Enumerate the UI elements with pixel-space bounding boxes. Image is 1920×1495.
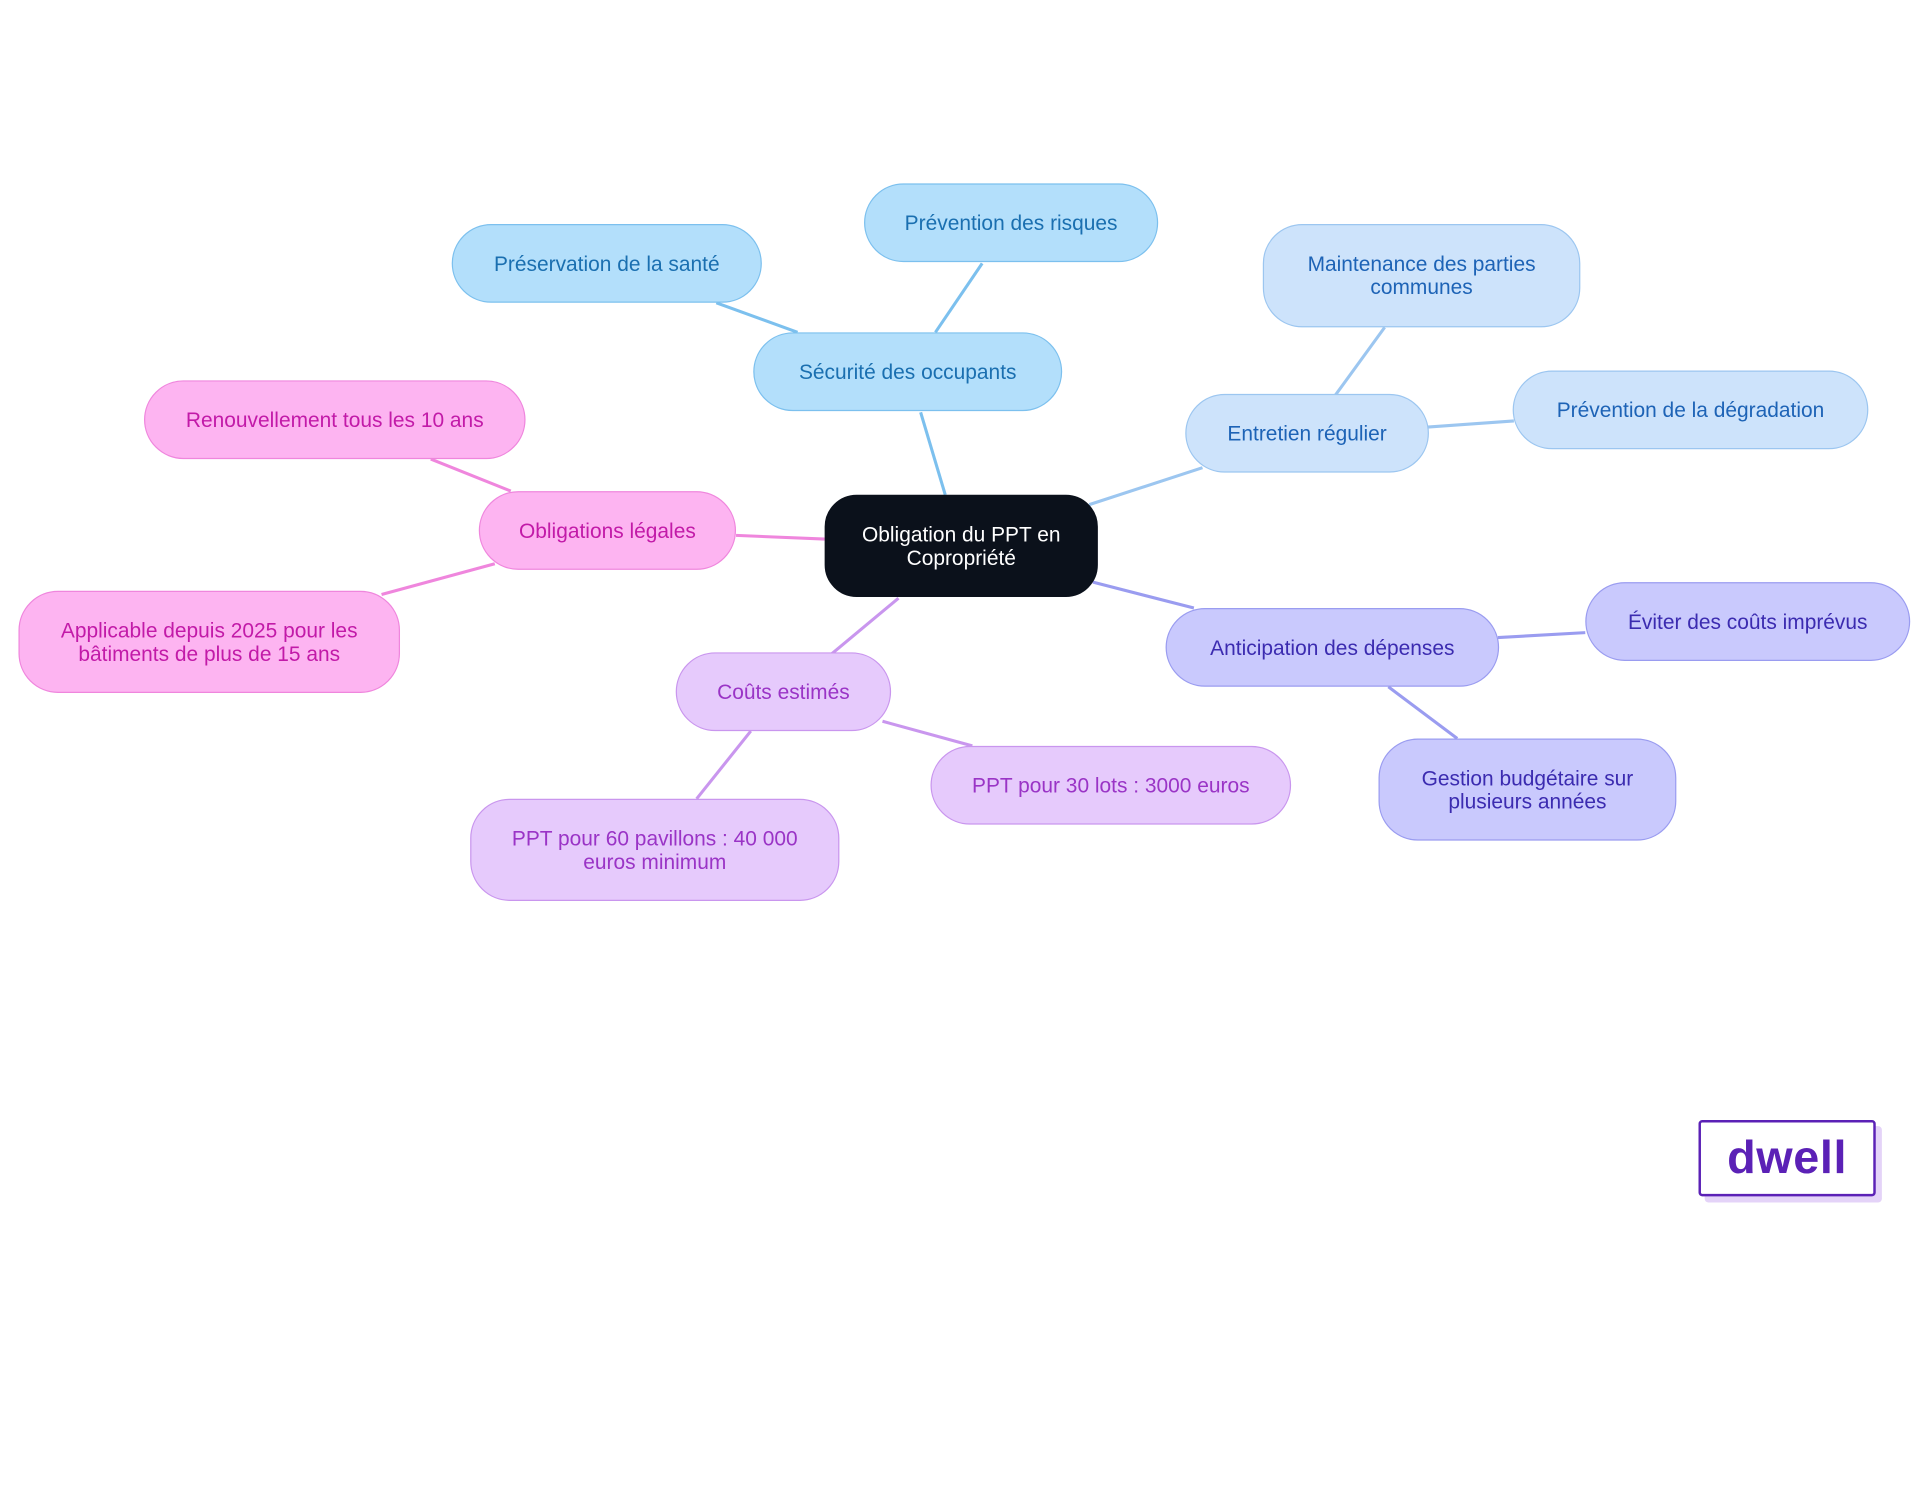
node-maint-degradation-label: Prévention de la dégradation: [1556, 398, 1825, 422]
node-legal-applicable[interactable]: Applicable depuis 2025 pour les bâtiment…: [18, 590, 401, 693]
root-node[interactable]: Obligation du PPT en Copropriété: [824, 494, 1098, 597]
node-costs-30lots-label: PPT pour 30 lots : 3000 euros: [971, 773, 1250, 797]
node-anticip-budget-label: Gestion budgétaire sur plusieurs années: [1421, 766, 1634, 813]
node-security-label: Sécurité des occupants: [798, 360, 1017, 384]
node-costs-60pavillons-label: PPT pour 60 pavillons : 40 000 euros min…: [511, 826, 798, 874]
node-security-risks[interactable]: Prévention des risques: [864, 183, 1159, 263]
edge-root-legal: [735, 533, 825, 541]
node-legal-label: Obligations légales: [518, 518, 696, 543]
edge-legal-renewal: [430, 457, 512, 493]
edge-costs-60pavillons: [695, 730, 752, 800]
edge-root-maint: [1088, 466, 1203, 507]
node-security[interactable]: Sécurité des occupants: [753, 332, 1063, 412]
edge-legal-applicable: [381, 562, 496, 596]
node-legal-applicable-label: Applicable depuis 2025 pour les bâtiment…: [60, 618, 358, 666]
edge-root-anticip: [1092, 580, 1195, 610]
edge-anticip-budget: [1387, 685, 1459, 740]
node-security-health[interactable]: Préservation de la santé: [451, 224, 762, 303]
node-legal[interactable]: Obligations légales: [478, 491, 737, 570]
node-anticip-label: Anticipation des dépenses: [1210, 635, 1455, 660]
node-maint-label: Entretien régulier: [1227, 421, 1387, 445]
edge-maint-common: [1334, 326, 1386, 396]
node-legal-renewal-label: Renouvellement tous les 10 ans: [185, 408, 484, 432]
node-maint[interactable]: Entretien régulier: [1185, 393, 1429, 473]
edge-anticip-unforeseen: [1497, 631, 1586, 640]
edge-costs-30lots: [882, 719, 973, 748]
node-maint-degradation[interactable]: Prévention de la dégradation: [1512, 370, 1869, 450]
node-anticip-unforeseen-label: Éviter des coûts imprévus: [1627, 609, 1868, 634]
edge-security-health: [715, 301, 799, 334]
node-costs-30lots[interactable]: PPT pour 30 lots : 3000 euros: [930, 745, 1292, 825]
edge-security-risks: [934, 262, 984, 334]
node-legal-renewal[interactable]: Renouvellement tous les 10 ans: [144, 380, 526, 460]
edge-root-security: [919, 411, 947, 496]
node-maint-common-label: Maintenance des parties communes: [1307, 252, 1536, 300]
root-label: Obligation du PPT en Copropriété: [861, 522, 1061, 570]
node-maint-common[interactable]: Maintenance des parties communes: [1262, 224, 1581, 328]
node-costs-60pavillons[interactable]: PPT pour 60 pavillons : 40 000 euros min…: [470, 798, 840, 901]
mindmap-edges: [381, 262, 1586, 800]
edge-maint-degradation: [1427, 419, 1514, 429]
node-security-health-label: Préservation de la santé: [493, 251, 720, 276]
node-costs-label: Coûts estimés: [717, 680, 850, 704]
node-anticip-budget[interactable]: Gestion budgétaire sur plusieurs années: [1378, 738, 1677, 841]
dwell-logo-text: dwell: [1727, 1131, 1848, 1184]
node-costs[interactable]: Coûts estimés: [675, 652, 892, 732]
node-security-risks-label: Prévention des risques: [904, 211, 1118, 235]
node-anticip[interactable]: Anticipation des dépenses: [1165, 608, 1500, 687]
edge-root-costs: [831, 596, 900, 655]
node-anticip-unforeseen[interactable]: Éviter des coûts imprévus: [1585, 582, 1911, 661]
dwell-logo: dwell: [1698, 1120, 1876, 1197]
